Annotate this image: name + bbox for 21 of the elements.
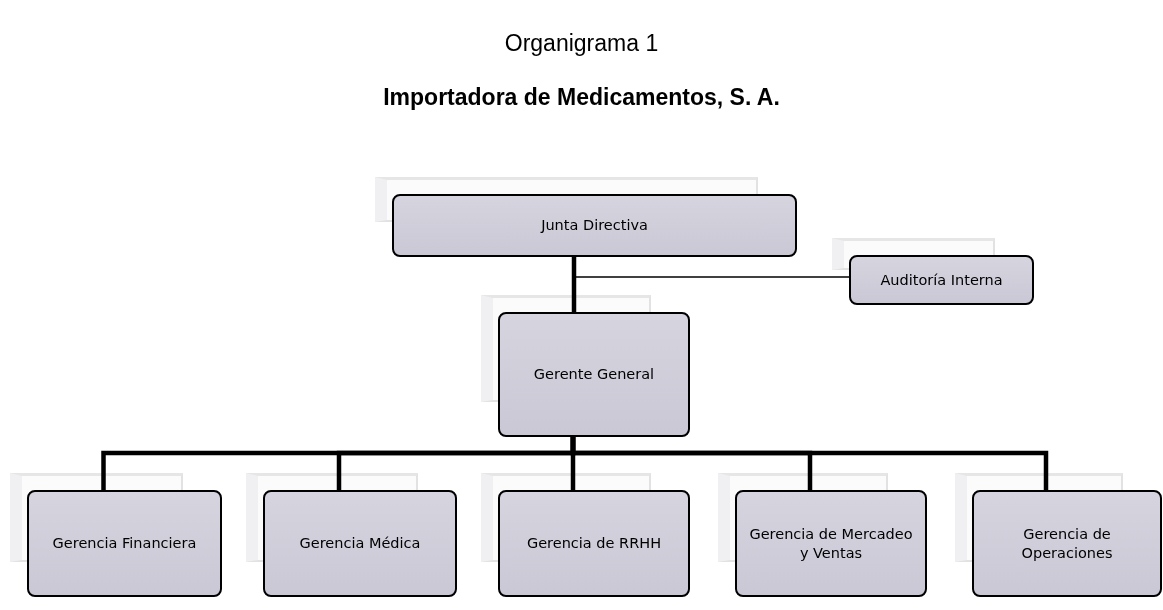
box-label: Auditoría Interna <box>880 270 1003 290</box>
box-label: Gerencia de Operaciones <box>1020 525 1114 562</box>
box-label: Gerencia Médica <box>299 534 421 553</box>
box-label: Gerencia de RRHH <box>526 534 662 553</box>
connector-line <box>570 437 1049 490</box>
org-box <box>849 255 1034 305</box>
box-label: Gerencia Financiera <box>52 534 197 553</box>
org-box <box>972 490 1162 597</box>
org-box <box>263 490 457 597</box>
box-label: Gerencia de Mercadeo y Ventas <box>748 525 914 562</box>
org-box <box>735 490 927 597</box>
org-box <box>392 194 797 257</box>
box-label: Gerente General <box>533 365 655 384</box>
org-box <box>498 312 690 437</box>
diagram-title: Organigrama 1 <box>503 30 660 57</box>
org-box <box>498 490 690 597</box>
connector-line <box>573 276 850 278</box>
box-label: Junta Directiva <box>541 216 648 235</box>
org-box <box>27 490 222 597</box>
company-name: Importadora de Medicamentos, S. A. <box>382 84 781 111</box>
connector-line <box>571 257 577 312</box>
